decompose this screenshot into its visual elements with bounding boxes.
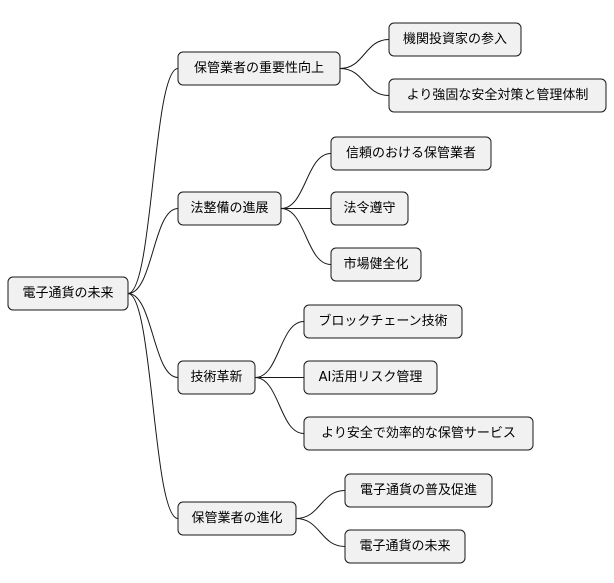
edge-branch-leaf [280,208,332,265]
leaf-label: より強固な安全対策と管理体制 [407,87,589,103]
leaf-node-future: 電子通貨の未来 [344,529,466,564]
leaf-label: 法令遵守 [343,200,395,216]
leaf-node-market-health: 市場健全化 [330,247,422,282]
branch-label: 技術革新 [190,369,242,385]
leaf-node-ai-risk: AI活用リスク管理 [303,360,438,395]
edge-branch-leaf [339,39,390,69]
branch-node-legal: 法整備の進展 [177,191,282,226]
branch-node-innovation: 技術革新 [177,360,256,395]
leaf-node-efficient-service: より安全で効率的な保管サービス [303,416,534,451]
edge-root-branch [127,208,179,294]
leaf-node-security-measures: より強固な安全対策と管理体制 [388,78,607,113]
leaf-label: AI活用リスク管理 [319,370,423,385]
branch-label: 保管業者の進化 [191,510,282,526]
leaf-label: ブロックチェーン技術 [318,313,447,329]
root-node: 電子通貨の未来 [7,276,129,311]
leaf-label: 市場健全化 [343,256,408,272]
leaf-node-compliance: 法令遵守 [330,191,409,226]
edge-branch-leaf [254,321,305,378]
branch-node-importance: 保管業者の重要性向上 [177,51,341,86]
leaf-label: 信頼のおける保管業者 [346,145,476,161]
leaf-label: 電子通貨の未来 [359,538,450,554]
edge-root-branch [127,293,179,378]
edge-branch-leaf [339,68,390,96]
edge-branch-leaf [295,490,346,519]
mindmap-edges [127,39,390,547]
root-label: 電子通貨の未来 [22,285,113,301]
branch-label: 保管業者の重要性向上 [194,60,324,76]
edge-branch-leaf [295,518,346,547]
leaf-node-adoption: 電子通貨の普及促進 [344,473,493,508]
branch-node-evolution: 保管業者の進化 [177,501,297,536]
branch-label: 法整備の進展 [190,200,268,216]
leaf-label: 機関投資家の参入 [403,31,507,47]
leaf-label: 電子通貨の普及促進 [360,482,477,498]
edge-root-branch [127,68,179,294]
leaf-node-blockchain: ブロックチェーン技術 [303,304,463,339]
leaf-node-trusted-custodian: 信頼のおける保管業者 [330,136,492,171]
edge-branch-leaf [254,377,305,434]
edge-root-branch [127,293,179,519]
edge-branch-leaf [280,153,332,209]
leaf-node-institutional-investors: 機関投資家の参入 [388,22,522,57]
leaf-label: より安全で効率的な保管サービス [321,425,516,441]
